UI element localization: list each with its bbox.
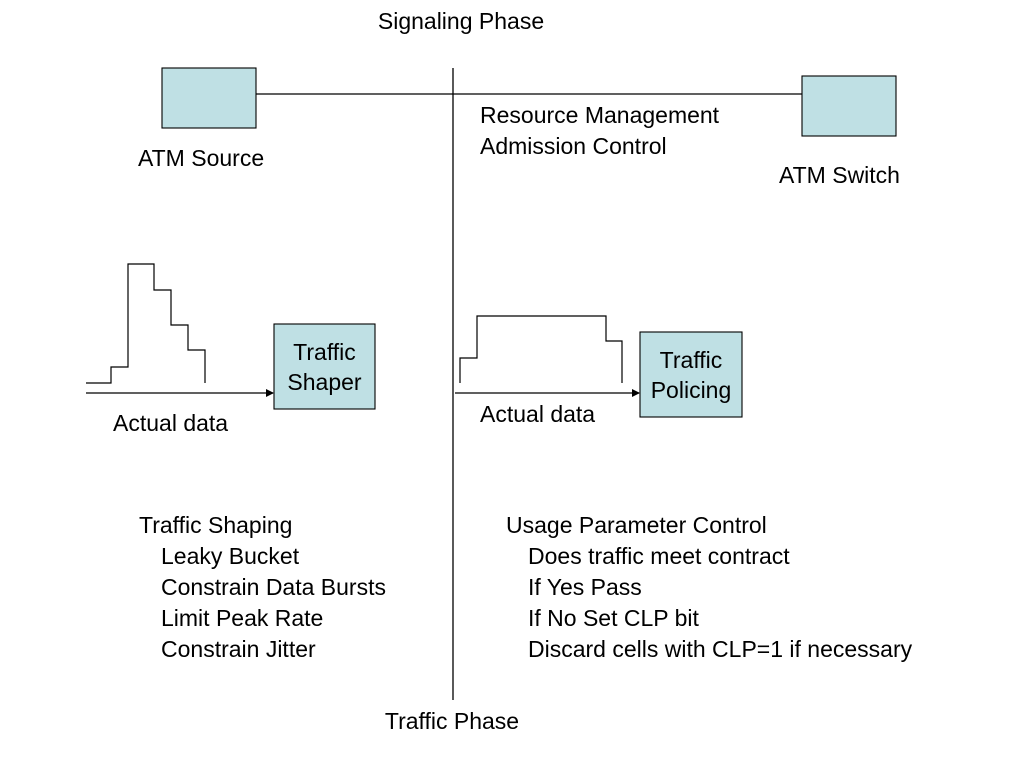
- usage-parameter-control-list: Usage Parameter Control Does traffic mee…: [506, 510, 912, 665]
- traffic-shaper-line-1: Traffic: [293, 338, 356, 365]
- traffic-shaper-box: [273, 323, 376, 410]
- actual-data-left-label: Actual data: [113, 410, 229, 436]
- traffic-shaper-label: Traffic Shaper: [274, 324, 375, 409]
- atm-source-label: ATM Source: [138, 145, 265, 171]
- traffic-policing-line-1: Traffic: [659, 346, 723, 373]
- traffic-shaping-item: Leaky Bucket: [161, 543, 300, 569]
- resource-management-label: Resource Management: [480, 102, 720, 128]
- traffic-shaping-item: Constrain Jitter: [161, 636, 316, 662]
- traffic-shaping-item: Constrain Data Bursts: [161, 574, 386, 600]
- usage-parameter-control-item: If No Set CLP bit: [528, 605, 699, 631]
- traffic-shaper-line-2: Shaper: [287, 368, 362, 395]
- traffic-shaping-heading: Traffic Shaping: [139, 512, 293, 538]
- traffic-policing-label: Traffic Policing: [640, 332, 742, 417]
- atm-switch-label: ATM Switch: [779, 162, 900, 188]
- bursty-traffic-waveform: [86, 263, 206, 384]
- atm-switch-box: [801, 75, 897, 137]
- usage-parameter-control-item: If Yes Pass: [528, 574, 642, 600]
- usage-parameter-control-item: Discard cells with CLP=1 if necessary: [528, 636, 913, 662]
- traffic-policing-box: [639, 331, 743, 418]
- usage-parameter-control-heading: Usage Parameter Control: [506, 512, 767, 538]
- shaped-traffic-waveform: [459, 315, 623, 383]
- signaling-phase-label: Signaling Phase: [377, 8, 545, 34]
- actual-data-right-label: Actual data: [480, 401, 596, 427]
- traffic-shaping-item: Limit Peak Rate: [161, 605, 324, 631]
- traffic-policing-line-2: Policing: [650, 376, 732, 403]
- admission-control-label: Admission Control: [480, 133, 667, 159]
- traffic-phase-label: Traffic Phase: [384, 708, 520, 734]
- usage-parameter-control-item: Does traffic meet contract: [528, 543, 790, 569]
- traffic-shaping-list: Traffic Shaping Leaky Bucket Constrain D…: [139, 510, 386, 665]
- atm-source-box: [161, 67, 257, 129]
